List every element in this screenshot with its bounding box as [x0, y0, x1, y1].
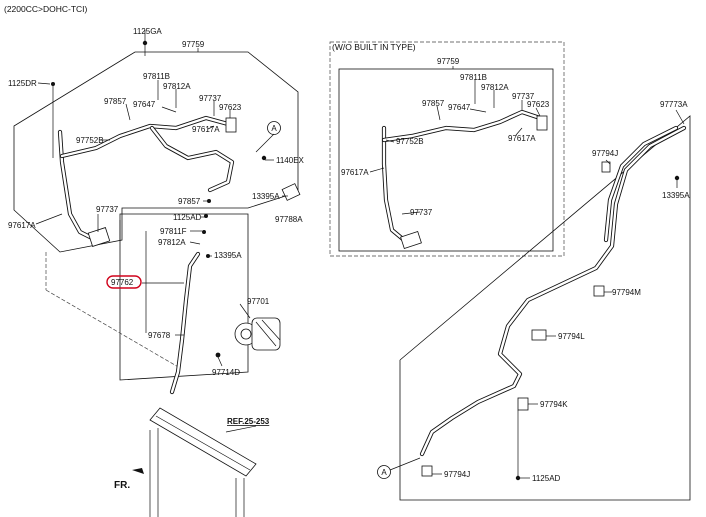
- fitting-97623: [225, 117, 237, 133]
- label-97752B: 97752B: [76, 136, 104, 145]
- clip-97794L: [531, 329, 547, 341]
- variant-service-cap: [400, 231, 422, 249]
- highlight-ring-97762: [106, 275, 142, 289]
- engine-spec-label: (2200CC>DOHC-TCI): [4, 4, 88, 14]
- variant-outer-dashed-box: [329, 41, 565, 257]
- label-13395A: 13395A: [252, 192, 280, 201]
- label-97678: 97678: [148, 331, 171, 340]
- variant-fitting-97623: [536, 115, 548, 131]
- callout-a-left-text: A: [271, 124, 277, 133]
- variant-label-97752B: 97752B: [396, 137, 424, 146]
- ref-25-253-link[interactable]: REF.25-253: [227, 417, 270, 426]
- bracket-97788A: [281, 183, 301, 201]
- label-97617A-left: 97617A: [8, 221, 36, 230]
- label-97737-low: 97737: [96, 205, 119, 214]
- label-1140EX: 1140EX: [276, 156, 305, 165]
- variant-label-97647: 97647: [448, 103, 471, 112]
- variant-label-97737-top: 97737: [512, 92, 535, 101]
- label-97812A-comp: 97812A: [158, 238, 186, 247]
- front-direction-label: FR.: [114, 480, 130, 491]
- label-97647: 97647: [133, 100, 156, 109]
- compressor-97701: [234, 317, 281, 351]
- label-97811B: 97811B: [143, 72, 170, 81]
- clip-97794M: [593, 285, 605, 297]
- label-97812A: 97812A: [163, 82, 191, 91]
- label-97759: 97759: [182, 40, 205, 49]
- label-1125GA: 1125GA: [133, 27, 162, 36]
- liquid-line-outline: [399, 115, 691, 501]
- variant-label-97617A-right: 97617A: [508, 134, 536, 143]
- clip-97794J-bottom: [421, 465, 433, 477]
- label-97617A-mid: 97617A: [192, 125, 220, 134]
- leader-dashed-diag: [45, 289, 181, 369]
- variant-label-97623: 97623: [527, 100, 550, 109]
- label-97857-low: 97857: [178, 197, 201, 206]
- main-suction-assembly: A 1125GA 97759 1125DR 97811B 97812A 9785…: [8, 27, 305, 253]
- callout-a-right-text: A: [381, 468, 387, 477]
- label-97788A: 97788A: [275, 215, 303, 224]
- label-97773A: 97773A: [660, 100, 688, 109]
- variant-label-97759: 97759: [437, 57, 460, 66]
- compressor-group: 97811F 97812A 97762 13395A 97701 97678 9…: [45, 213, 281, 395]
- variant-box-title: (W/O BUILT IN TYPE): [332, 42, 416, 52]
- label-97701: 97701: [247, 297, 270, 306]
- label-97794K: 97794K: [540, 400, 568, 409]
- variant-label-97811B: 97811B: [460, 73, 487, 82]
- front-arrow-icon: [132, 468, 144, 474]
- service-port-cap: [87, 227, 111, 247]
- clip-97794J-top: [601, 161, 611, 173]
- label-1125AD: 1125AD: [173, 213, 202, 222]
- condenser: REF.25-253 FR.: [114, 407, 270, 517]
- label-97737-top: 97737: [199, 94, 222, 103]
- callout-a-left: [267, 121, 281, 135]
- variant-inner-box: [338, 68, 554, 252]
- variant-label-97617A-left: 97617A: [341, 168, 369, 177]
- label-97811F: 97811F: [160, 227, 187, 236]
- variant-assembly: (W/O BUILT IN TYPE) 97759 97811B 97812A …: [329, 41, 565, 257]
- main-assembly-outline: [13, 51, 299, 253]
- variant-label-97857: 97857: [422, 99, 445, 108]
- label-1125DR: 1125DR: [8, 79, 37, 88]
- label-97794L: 97794L: [558, 332, 585, 341]
- variant-label-97737-low: 97737: [410, 208, 433, 217]
- label-97714D: 97714D: [212, 368, 240, 377]
- variant-label-97812A: 97812A: [481, 83, 509, 92]
- label-97794M: 97794M: [612, 288, 641, 297]
- label-97857-top: 97857: [104, 97, 127, 106]
- label-1125AD-liquid: 1125AD: [532, 474, 561, 483]
- label-97794J-top: 97794J: [592, 149, 618, 158]
- label-97794J-bottom: 97794J: [444, 470, 470, 479]
- label-13395A-liquid: 13395A: [662, 191, 690, 200]
- liquid-line-group: A 97773A 97794J 13395A 97794M 97794L 977…: [377, 100, 691, 501]
- label-97762: 97762: [111, 278, 134, 287]
- compressor-group-outline: [119, 213, 249, 381]
- label-13395A-comp: 13395A: [214, 251, 242, 260]
- callout-a-right: [377, 465, 391, 479]
- label-97623: 97623: [219, 103, 242, 112]
- clip-97794K: [517, 397, 529, 411]
